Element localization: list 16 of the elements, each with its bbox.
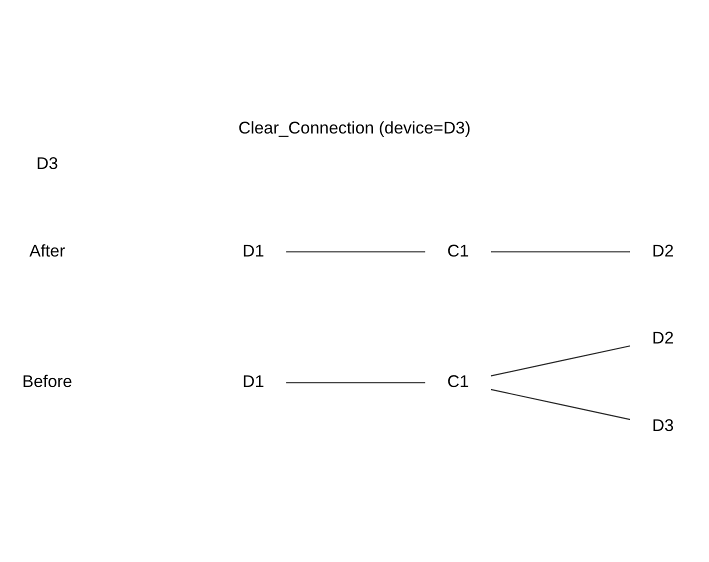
connector [286,382,426,383]
connector [490,250,630,252]
diagram-title: Clear_Connection (device=D3) [238,118,471,137]
label: After [29,240,66,260]
node-text: C1 [447,240,469,260]
connector [286,250,426,252]
node-text: D3 [652,415,674,434]
node-text: C1 [447,372,469,391]
node-text: D1 [242,372,264,391]
node-text: D3 [36,154,58,173]
label: Before [22,372,72,391]
connector [490,388,630,420]
connector [490,344,630,376]
node-text: D2 [652,240,674,260]
node-text: D2 [652,328,674,348]
node-text: D1 [242,240,264,260]
